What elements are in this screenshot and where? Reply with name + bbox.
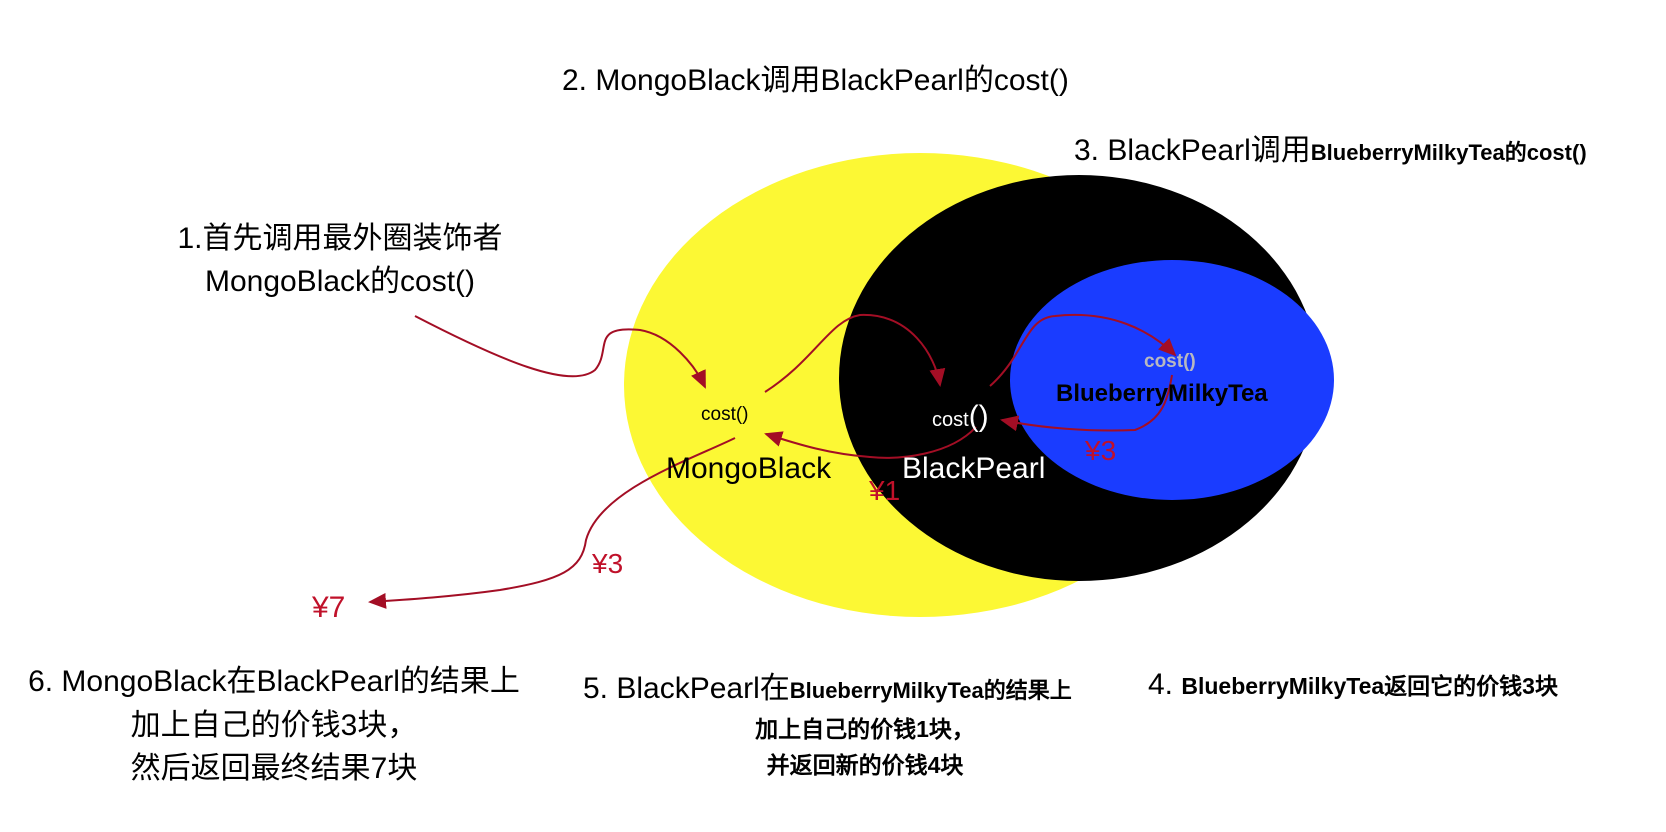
step6-return-arrow <box>368 437 736 609</box>
step6-label-line3: 然后返回最终结果7块 <box>130 752 418 785</box>
step3-label-prefix: 3. BlackPearl调用 <box>1074 134 1311 167</box>
step5-return-arrow <box>764 426 977 459</box>
price-middle-return: ¥1 <box>869 475 901 506</box>
step1-call-arrow <box>414 315 706 389</box>
step1-label: 1.首先调用最外圈装饰者 MongoBlack的cost() <box>150 222 530 299</box>
step4-label-prefix: 4. <box>1148 668 1182 701</box>
step5-label-line2: 加上自己的价钱1块， <box>755 716 975 742</box>
step5-label-bold: BlueberryMilkyTea的结果上 <box>789 678 1072 703</box>
step3-label: 3. BlackPearl调用BlueberryMilkyTea的cost() <box>1074 134 1587 169</box>
blackpearl-cost-method: cost() <box>932 400 989 435</box>
step2-label: 2. MongoBlack调用BlackPearl的cost() <box>562 64 1069 97</box>
blueberrymilkytea-cost-method: cost() <box>1144 351 1196 372</box>
step5-label-line1: 5. BlackPearl在BlueberryMilkyTea的结果上 <box>583 672 1072 707</box>
blackpearl-cost-parens: () <box>968 400 989 433</box>
blueberrymilkytea-name: BlueberryMilkyTea <box>1056 380 1268 407</box>
step6-label-line2: 加上自己的价钱3块， <box>130 708 418 742</box>
blackpearl-cost-name: cost <box>932 409 969 431</box>
step6-label: 6. MongoBlack在BlackPearl的结果上 加上自己的价钱3块， … <box>4 665 544 787</box>
step4-label: 4. BlueberryMilkyTea返回它的价钱3块 <box>1148 668 1558 703</box>
step5-label: 5. BlackPearl在BlueberryMilkyTea的结果上 <box>583 672 1072 707</box>
blackpearl-name: BlackPearl <box>902 452 1046 485</box>
price-outer-return: ¥3 <box>592 548 624 579</box>
step4-label-bold: BlueberryMilkyTea返回它的价钱3块 <box>1181 673 1558 699</box>
mongoblack-name: MongoBlack <box>666 452 832 485</box>
step3-call-arrow <box>989 314 1177 387</box>
step6-label-line1: 6. MongoBlack在BlackPearl的结果上 <box>28 665 520 698</box>
step5-label-line3: 并返回新的价钱4块 <box>766 752 964 778</box>
step4-return-arrow <box>1000 374 1173 432</box>
price-inner-return: ¥3 <box>1085 435 1117 466</box>
step1-label-line1: 1.首先调用最外圈装饰者 <box>177 222 503 255</box>
step3-label-bold: BlueberryMilkyTea的cost() <box>1310 140 1587 165</box>
price-final: ¥7 <box>312 591 346 624</box>
step5-label-prefix: 5. BlackPearl在 <box>583 672 790 705</box>
mongoblack-cost-method: cost() <box>701 404 749 425</box>
step1-label-line2: MongoBlack的cost() <box>204 264 476 298</box>
step2-call-arrow <box>764 313 946 393</box>
